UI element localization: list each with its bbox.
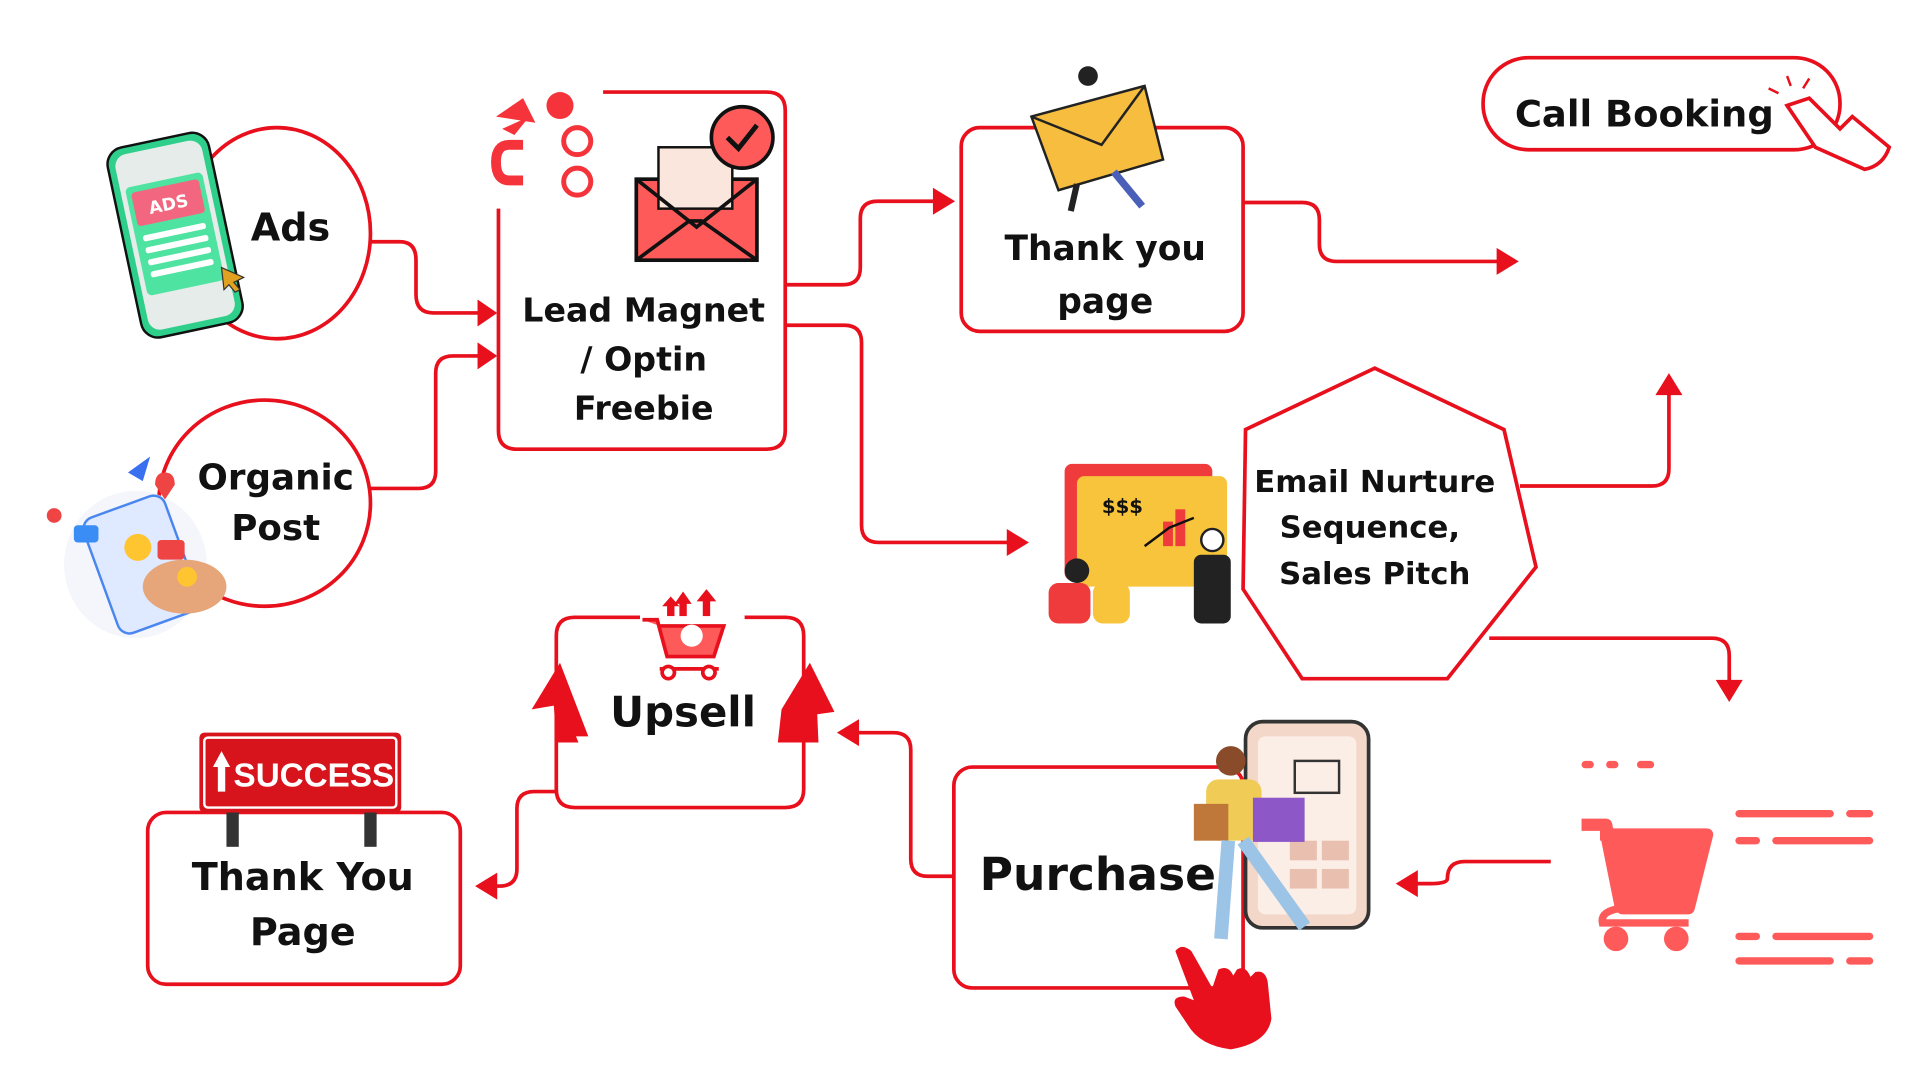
connector-lead-to-email bbox=[785, 323, 1010, 545]
woman-envelope-illustration bbox=[1029, 66, 1165, 212]
node-thank-you-page[interactable]: Thank you page bbox=[959, 66, 1245, 334]
arrow-up-icon bbox=[1655, 373, 1683, 396]
node-upsell[interactable]: Upsell bbox=[531, 589, 835, 810]
shopping-woman-illustration bbox=[1193, 719, 1371, 940]
magnet-leads-icon bbox=[491, 92, 594, 198]
connector-lead-to-thankyou bbox=[785, 199, 936, 287]
purchase-label: Purchase bbox=[980, 848, 1216, 901]
arrow-left-icon bbox=[1395, 870, 1418, 898]
arrow-right-icon bbox=[477, 342, 498, 370]
ads-label: Ads bbox=[251, 206, 331, 250]
cursor-icon bbox=[220, 266, 246, 293]
svg-text:$$$: $$$ bbox=[1102, 495, 1143, 518]
tap-hand-icon bbox=[1174, 946, 1272, 1050]
node-lead-magnet[interactable]: Lead Magnet / Optin Freebie bbox=[491, 90, 788, 452]
thank-you-final-line1: Thank You bbox=[192, 855, 414, 899]
lead-magnet-line1: Lead Magnet bbox=[522, 291, 765, 330]
success-sign-icon: SUCCESS bbox=[199, 732, 402, 847]
arrow-right-icon bbox=[1496, 247, 1519, 275]
upsell-label: Upsell bbox=[610, 688, 756, 737]
connector-upsell-to-thankyou bbox=[494, 789, 557, 888]
connector-email-to-cart bbox=[1489, 636, 1732, 683]
arrow-left-icon bbox=[836, 719, 860, 747]
fast-cart-icon bbox=[1581, 760, 1874, 965]
arrow-down-icon bbox=[1715, 679, 1743, 702]
arrow-right-icon bbox=[1006, 528, 1029, 556]
call-booking-pill bbox=[1481, 55, 1842, 152]
email-nurture-line2: Sequence, bbox=[1280, 510, 1460, 546]
node-purchase[interactable]: Purchase bbox=[952, 719, 1371, 1050]
call-booking-label: Call Booking bbox=[1515, 92, 1774, 135]
arrow-up-icon bbox=[531, 662, 589, 743]
connector-email-to-callbooking bbox=[1520, 392, 1671, 488]
envelope-check-icon bbox=[634, 104, 775, 263]
connector-ads-to-lead-magnet bbox=[369, 239, 480, 315]
connector-thankyou-to-callbooking bbox=[1243, 200, 1500, 264]
hand-pointer-icon bbox=[1768, 75, 1892, 172]
lead-magnet-line2: / Optin bbox=[580, 340, 707, 379]
arrow-up-icon bbox=[777, 662, 835, 743]
email-nurture-line1: Email Nurture bbox=[1254, 464, 1495, 500]
arrow-left-icon bbox=[475, 872, 498, 900]
thank-you-line2: page bbox=[1057, 282, 1153, 322]
node-ads[interactable]: ADS Ads bbox=[104, 125, 373, 341]
phone-ads-icon: ADS bbox=[106, 131, 244, 339]
node-email-nurture[interactable]: $$$ Email Nurture Sequence, Sales Pitch bbox=[1048, 366, 1538, 681]
thank-you-final-line2: Page bbox=[250, 910, 356, 954]
social-media-hand-icon bbox=[46, 456, 227, 639]
lead-magnet-line3: Freebie bbox=[574, 389, 714, 428]
node-organic-post[interactable]: Organic Post bbox=[46, 398, 373, 639]
arrow-right-icon bbox=[477, 299, 498, 327]
svg-text:SUCCESS: SUCCESS bbox=[234, 758, 395, 795]
connectors bbox=[369, 187, 1743, 900]
presentation-illustration: $$$ bbox=[1048, 463, 1231, 624]
connector-purchase-to-upsell bbox=[856, 730, 954, 879]
node-thank-you-page-final[interactable]: SUCCESS Thank You Page bbox=[145, 732, 463, 987]
cart-upsell-icon bbox=[642, 589, 727, 681]
node-call-booking[interactable]: Call Booking bbox=[1481, 55, 1892, 172]
upsell-box bbox=[554, 615, 806, 810]
email-nurture-heptagon bbox=[1241, 366, 1538, 681]
organic-label-line2: Post bbox=[231, 508, 320, 549]
email-nurture-line3: Sales Pitch bbox=[1279, 556, 1470, 592]
organic-label-line1: Organic bbox=[198, 458, 354, 499]
purchase-box bbox=[952, 765, 1245, 990]
arrow-right-icon bbox=[932, 187, 956, 215]
connector-cart-to-purchase bbox=[1415, 859, 1551, 886]
thank-you-line1: Thank you bbox=[1005, 229, 1206, 269]
connector-organic-to-lead-magnet bbox=[369, 354, 480, 491]
